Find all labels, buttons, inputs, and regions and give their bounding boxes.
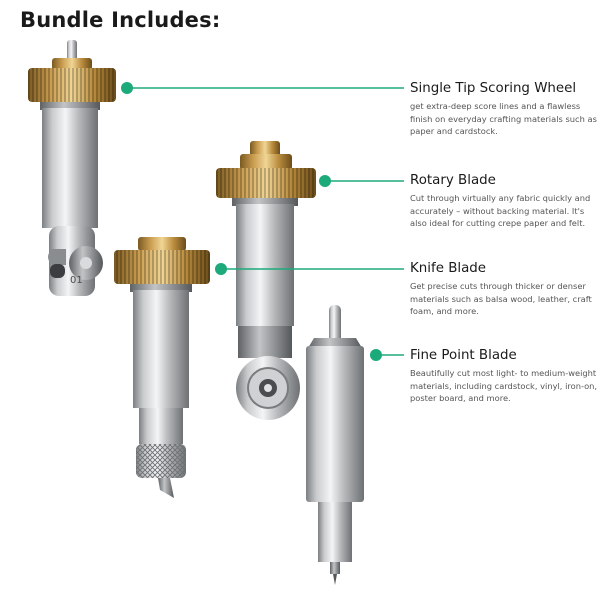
fine-point-blade-tool [306, 305, 364, 585]
callout-description: Cut through virtually any fabric quickly… [410, 193, 591, 229]
callout-title: Rotary Blade [410, 173, 496, 188]
scoring-wheel-tool: 01 [28, 40, 116, 296]
callout-scoring-wheel: Single Tip Scoring Wheel get extra-deep … [410, 80, 598, 138]
callout-title: Single Tip Scoring Wheel [410, 81, 577, 96]
callout-description: Beautifully cut most light- to medium-we… [410, 368, 598, 404]
callout-description: get extra-deep score lines and a flawles… [410, 101, 597, 137]
callout-fine-point-blade: Fine Point Blade Beautifully cut most li… [410, 347, 598, 405]
callout-title: Fine Point Blade [410, 348, 517, 363]
callout-knife-blade: Knife Blade Get precise cuts through thi… [410, 260, 598, 318]
callout-title: Knife Blade [410, 261, 487, 276]
bundle-heading: Bundle Includes: [20, 8, 221, 32]
wheel-marking: 01 [70, 275, 83, 286]
knife-blade-tool [114, 237, 210, 498]
callout-connectors [121, 82, 404, 361]
callout-rotary-blade: Rotary Blade Cut through virtually any f… [410, 172, 598, 230]
rotary-blade-tool [216, 141, 316, 420]
callout-description: Get precise cuts through thicker or dens… [410, 281, 592, 317]
